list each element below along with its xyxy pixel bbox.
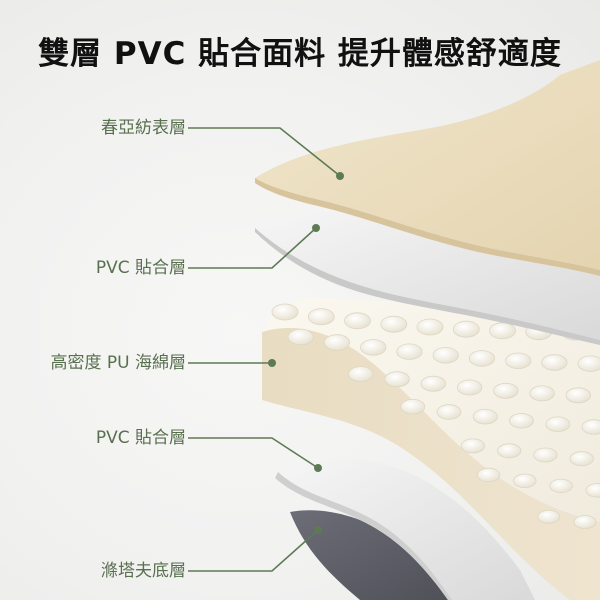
- foam-bubble: [529, 385, 555, 402]
- foam-bubble: [348, 366, 374, 383]
- page-title: 雙層 PVC 貼合面料 提升體感舒適度: [38, 36, 562, 72]
- leader-line-2: [188, 227, 317, 269]
- pvc-upper-edge: [255, 228, 600, 345]
- foam-bubble: [287, 328, 314, 346]
- foam-bubble: [541, 354, 568, 371]
- foam-bubble: [436, 404, 462, 420]
- pvc-upper-layer: [255, 211, 600, 340]
- label-top-fabric: 春亞紡表層: [101, 118, 186, 138]
- foam-bubble: [585, 483, 600, 498]
- foam-bubble: [505, 352, 532, 370]
- leader-lines: [188, 127, 341, 572]
- leader-line-4: [188, 437, 319, 469]
- foam-bubble: [460, 438, 485, 454]
- top-fabric-layer: [255, 60, 600, 270]
- label-pu-foam: 高密度 PU 海綿層: [50, 353, 186, 373]
- foam-bubble: [307, 308, 335, 326]
- foam-bubble: [493, 382, 519, 399]
- foam-bubble: [420, 375, 447, 392]
- foam-bubble: [380, 315, 408, 333]
- label-pvc-lower: PVC 貼合層: [95, 428, 186, 448]
- foam-bubble: [472, 409, 498, 425]
- foam-bubble: [513, 473, 537, 489]
- pvc-lower-edge: [275, 472, 452, 600]
- foam-bubble: [396, 343, 423, 360]
- pu-foam-side: [262, 327, 600, 600]
- foam-bubble: [468, 350, 495, 367]
- leader-dot-1: [336, 172, 344, 180]
- foam-bubble: [476, 467, 501, 483]
- foam-bubble: [533, 447, 558, 463]
- foam-bubble: [416, 318, 444, 336]
- foam-bubble: [569, 451, 594, 467]
- foam-bubble: [497, 443, 522, 459]
- leader-line-1: [188, 127, 341, 177]
- foam-bubble: [545, 416, 571, 432]
- foam-bubble: [432, 347, 459, 364]
- foam-bubble: [344, 312, 371, 330]
- foam-bubble: [456, 379, 483, 396]
- foam-bubble: [549, 478, 573, 494]
- foam-bubble: [360, 339, 387, 356]
- foam-bubble-texture: [271, 303, 600, 529]
- leader-dot-5: [314, 526, 322, 534]
- foam-bubble: [581, 419, 600, 435]
- foam-bubble: [573, 515, 597, 529]
- top-fabric-edge: [255, 178, 600, 276]
- foam-bubble: [452, 320, 480, 338]
- foam-bubble: [271, 303, 299, 321]
- foam-bubble: [565, 387, 592, 404]
- foam-bubble: [509, 413, 534, 429]
- polyester-base-layer: [290, 510, 455, 600]
- leader-dot-4: [314, 464, 322, 472]
- foam-bubble: [577, 355, 600, 372]
- leader-dot-3: [268, 359, 276, 367]
- leader-line-5: [188, 529, 319, 572]
- label-polyester-base: 滌塔夫底層: [101, 561, 186, 581]
- label-pvc-upper: PVC 貼合層: [95, 258, 186, 278]
- pvc-lower-layer: [275, 458, 535, 600]
- leader-dot-2: [312, 224, 320, 232]
- foam-bubble: [323, 334, 350, 351]
- foam-bubble: [489, 322, 516, 340]
- leader-dots: [268, 172, 344, 534]
- foam-bubble: [537, 509, 561, 524]
- foam-bubble: [400, 399, 426, 415]
- foam-bubble: [384, 371, 410, 388]
